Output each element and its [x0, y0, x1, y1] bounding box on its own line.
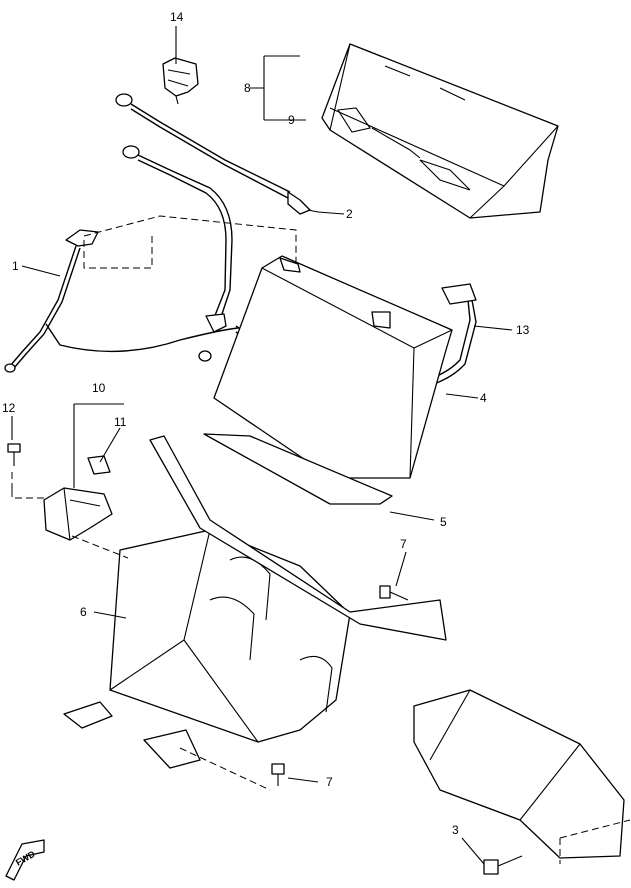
- part-6-battery-box: [63, 435, 447, 769]
- leader-5: [389, 511, 435, 521]
- part-7-bolt-upper: [379, 585, 409, 601]
- assembly-line-10: [71, 535, 129, 559]
- callout-3: 3: [452, 823, 459, 837]
- part-14-clamp: [162, 57, 199, 105]
- callout-7-lower: 7: [326, 775, 333, 789]
- callout-13: 13: [516, 323, 530, 337]
- assembly-line-12: [11, 472, 48, 499]
- callout-6: 6: [80, 605, 87, 619]
- part-5-pad: [203, 433, 393, 505]
- assembly-line-3: [559, 819, 631, 864]
- leader-10: [73, 403, 124, 488]
- leader-11: [99, 427, 121, 463]
- fwd-arrow-icon: [5, 839, 45, 881]
- part-3-starter-motor: [413, 689, 625, 875]
- part-1-cable: [4, 229, 239, 373]
- part-12-bolt: [7, 443, 21, 466]
- part-7-bolt-lower: [271, 763, 285, 786]
- leader-4: [445, 393, 479, 399]
- callout-2: 2: [346, 207, 353, 221]
- leader-2: [317, 211, 345, 215]
- callout-4: 4: [480, 391, 487, 405]
- leader-8-9: [250, 55, 306, 121]
- part-8-battery-cover: [321, 43, 559, 219]
- leader-13: [473, 325, 513, 331]
- callout-9: 9: [288, 113, 295, 127]
- leader-3: [461, 837, 485, 865]
- leader-7b: [287, 777, 319, 783]
- callout-11: 11: [114, 415, 127, 429]
- callout-1: 1: [12, 259, 19, 273]
- leader-6: [93, 611, 127, 619]
- leader-7a: [395, 551, 407, 587]
- part-10-relay: [43, 455, 113, 541]
- leader-1: [21, 265, 61, 277]
- assembly-line-1: [83, 215, 297, 269]
- callout-10: 10: [92, 381, 106, 395]
- part-2-cable: [115, 93, 319, 215]
- callout-14: 14: [170, 10, 184, 24]
- callout-7-upper: 7: [400, 537, 407, 551]
- callout-8: 8: [244, 81, 251, 95]
- assembly-line-7b: [179, 747, 271, 791]
- callout-12: 12: [2, 401, 16, 415]
- part-4-battery: [213, 255, 453, 479]
- callout-5: 5: [440, 515, 447, 529]
